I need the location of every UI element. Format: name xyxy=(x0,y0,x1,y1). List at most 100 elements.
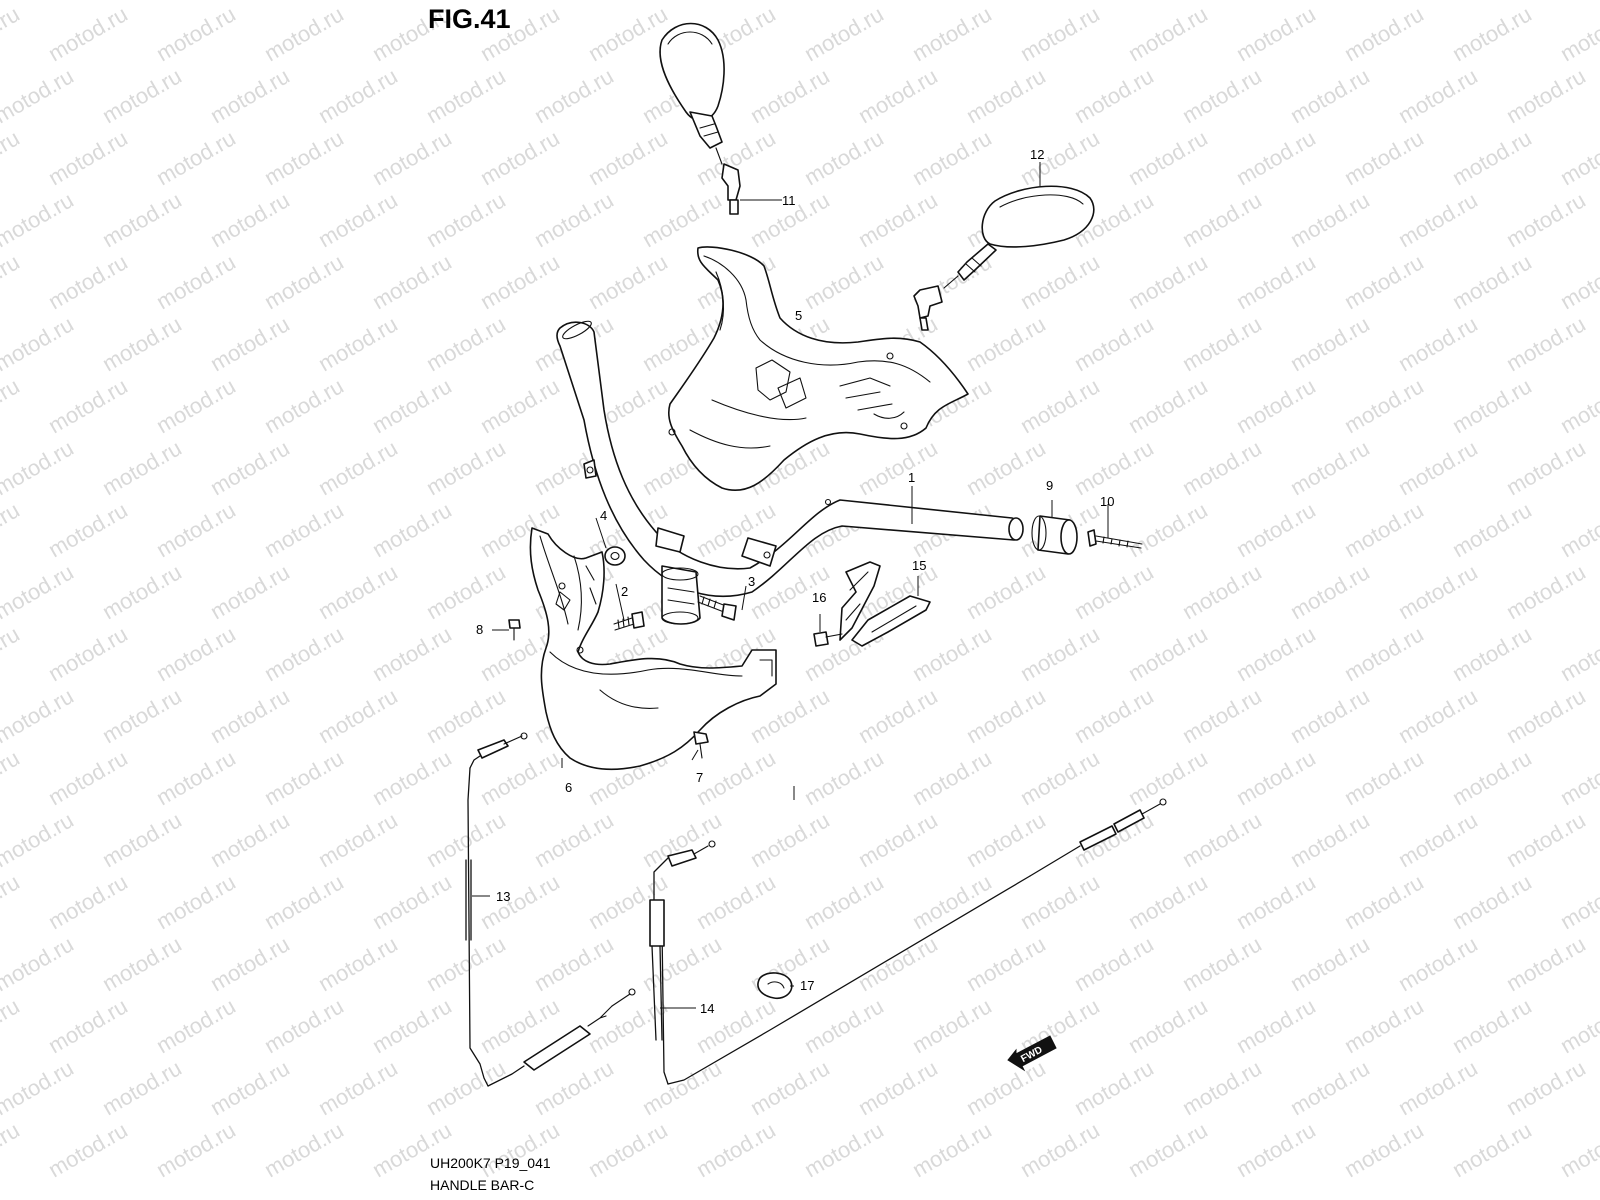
watermark-text: motod.ru xyxy=(1394,435,1482,500)
watermark-text: motod.ru xyxy=(746,807,834,872)
watermark-text: motod.ru xyxy=(962,311,1050,376)
watermark-text: motod.ru xyxy=(1448,745,1536,810)
watermark-text: motod.ru xyxy=(206,187,294,252)
watermark-text: motod.ru xyxy=(1232,745,1320,810)
watermark-text: motod.ru xyxy=(368,621,456,686)
watermark-text: motod.ru xyxy=(1070,931,1158,996)
callout-3: 3 xyxy=(748,574,755,589)
watermark-text: motod.ru xyxy=(422,683,510,748)
watermark-text: motod.ru xyxy=(1340,1,1428,66)
watermark-text: motod.ru xyxy=(1016,745,1104,810)
watermark-text: motod.ru xyxy=(1448,869,1536,934)
watermark-text: motod.ru xyxy=(314,435,402,500)
watermark-text: motod.ru xyxy=(98,931,186,996)
watermark-text: motod.ru xyxy=(962,1055,1050,1120)
callout-16: 16 xyxy=(812,590,826,605)
watermark-text: motod.ru xyxy=(152,373,240,438)
watermark-text: motod.ru xyxy=(1232,373,1320,438)
callout-2: 2 xyxy=(621,584,628,599)
watermark-text: motod.ru xyxy=(584,249,672,314)
watermark-text: motod.ru xyxy=(854,807,942,872)
watermark-text: motod.ru xyxy=(1556,1,1600,66)
watermark-text: motod.ru xyxy=(638,1055,726,1120)
watermark-text: motod.ru xyxy=(206,0,294,4)
callout-4: 4 xyxy=(600,508,607,523)
watermark-text: motod.ru xyxy=(1124,1,1212,66)
watermark-text: motod.ru xyxy=(1394,63,1482,128)
watermark-text: motod.ru xyxy=(260,1,348,66)
watermark-text: motod.ru xyxy=(1124,1117,1212,1182)
watermark-text: motod.ru xyxy=(260,249,348,314)
watermark-text: motod.ru xyxy=(368,1117,456,1182)
watermark-text: motod.ru xyxy=(152,1,240,66)
screw-7 xyxy=(693,731,709,759)
watermark-text: motod.ru xyxy=(314,559,402,624)
watermark-text: motod.ru xyxy=(1502,559,1590,624)
watermark-text: motod.ru xyxy=(0,745,24,810)
watermark-text: motod.ru xyxy=(314,1055,402,1120)
watermark-text: motod.ru xyxy=(1178,807,1266,872)
watermark-text: motod.ru xyxy=(422,559,510,624)
bar-end-screw xyxy=(1087,529,1143,549)
watermark-text: motod.ru xyxy=(1178,311,1266,376)
watermark-text: motod.ru xyxy=(206,807,294,872)
callout-14: 14 xyxy=(700,1001,714,1016)
watermark-text: motod.ru xyxy=(1232,249,1320,314)
watermark-text: motod.ru xyxy=(1286,559,1374,624)
watermark-text: motod.ru xyxy=(0,249,24,314)
watermark-text: motod.ru xyxy=(476,373,564,438)
watermark-text: motod.ru xyxy=(260,621,348,686)
watermark-text: motod.ru xyxy=(476,249,564,314)
watermark-text: motod.ru xyxy=(962,931,1050,996)
watermark-text: motod.ru xyxy=(422,187,510,252)
watermark-text: motod.ru xyxy=(422,435,510,500)
watermark-text: motod.ru xyxy=(44,373,132,438)
watermark-text: motod.ru xyxy=(800,249,888,314)
watermark-text: motod.ru xyxy=(584,1117,672,1182)
watermark-text: motod.ru xyxy=(0,63,78,128)
watermark-text: motod.ru xyxy=(0,373,24,438)
watermark-text: motod.ru xyxy=(98,63,186,128)
figure-code: UH200K7 P19_041 xyxy=(430,1155,551,1171)
watermark-text: motod.ru xyxy=(1340,125,1428,190)
watermark-text: motod.ru xyxy=(746,0,834,4)
watermark-text: motod.ru xyxy=(1286,807,1374,872)
watermark-text: motod.ru xyxy=(368,745,456,810)
watermark-text: motod.ru xyxy=(0,435,78,500)
watermark-text: motod.ru xyxy=(1340,993,1428,1058)
watermark-text: motod.ru xyxy=(1286,435,1374,500)
watermark-text: motod.ru xyxy=(584,125,672,190)
watermark-text: motod.ru xyxy=(1232,497,1320,562)
watermark-text: motod.ru xyxy=(908,993,996,1058)
watermark-text: motod.ru xyxy=(800,993,888,1058)
watermark-text: motod.ru xyxy=(1556,497,1600,562)
watermark-text: motod.ru xyxy=(314,311,402,376)
watermark-text: motod.ru xyxy=(1394,0,1482,4)
watermark-text: motod.ru xyxy=(1340,621,1428,686)
watermark-text: motod.ru xyxy=(368,373,456,438)
watermark-text: motod.ru xyxy=(0,807,78,872)
watermark-text: motod.ru xyxy=(1448,1117,1536,1182)
watermark-text: motod.ru xyxy=(152,125,240,190)
watermark-text: motod.ru xyxy=(1556,745,1600,810)
callout-8: 8 xyxy=(476,622,483,637)
watermark-text: motod.ru xyxy=(962,0,1050,4)
watermark-text: motod.ru xyxy=(0,1055,78,1120)
watermark-text: motod.ru xyxy=(1448,497,1536,562)
watermark-text: motod.ru xyxy=(584,993,672,1058)
watermark-text: motod.ru xyxy=(206,931,294,996)
watermark-text: motod.ru xyxy=(98,0,186,4)
watermark-text: motod.ru xyxy=(1016,373,1104,438)
bolt-16 xyxy=(813,631,843,647)
watermark-text: motod.ru xyxy=(152,497,240,562)
watermark-text: motod.ru xyxy=(98,683,186,748)
watermark-text: motod.ru xyxy=(98,1055,186,1120)
watermark-text: motod.ru xyxy=(422,931,510,996)
callout-7: 7 xyxy=(696,770,703,785)
watermark-text: motod.ru xyxy=(1340,497,1428,562)
watermark-text: motod.ru xyxy=(1232,1,1320,66)
watermark-text: motod.ru xyxy=(1556,869,1600,934)
watermark-text: motod.ru xyxy=(1394,1055,1482,1120)
screw-8 xyxy=(508,619,521,641)
watermark-text: motod.ru xyxy=(800,869,888,934)
